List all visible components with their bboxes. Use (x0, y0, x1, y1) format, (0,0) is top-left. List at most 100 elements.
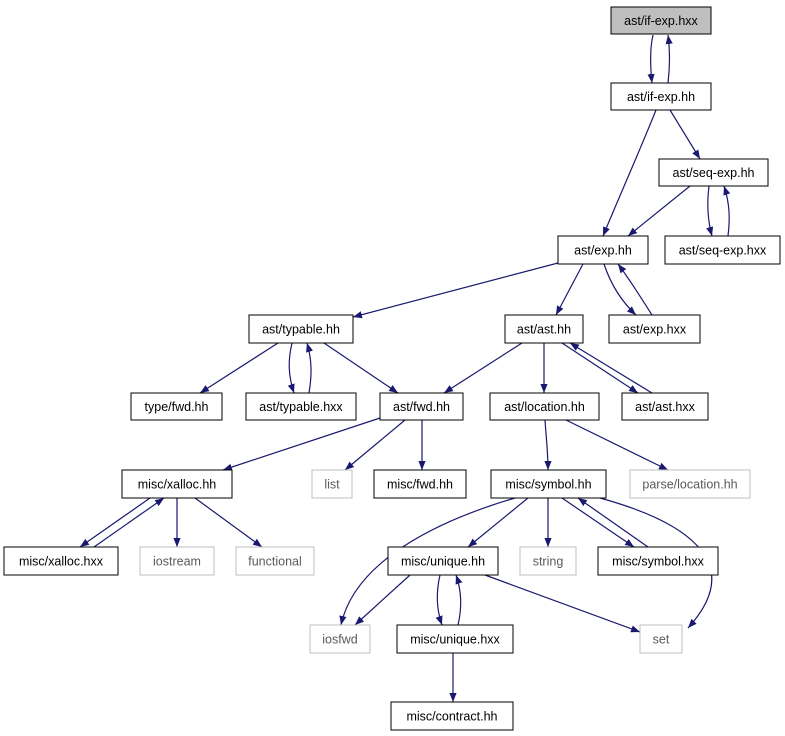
node-contract-hh[interactable]: misc/contract.hh (390, 701, 514, 731)
node-misc-fwd-hh[interactable]: misc/fwd.hh (373, 469, 467, 499)
edge-unique-hh-to-iosfwd (354, 574, 411, 626)
edge-ast-hh-to-ast-fwd-hh (443, 342, 523, 394)
node-label: misc/xalloc.hh (138, 478, 217, 492)
node-label: ast/typable.hxx (259, 400, 343, 414)
node-symbol-hxx[interactable]: misc/symbol.hxx (597, 546, 719, 576)
node-ast-fwd-hh[interactable]: ast/fwd.hh (379, 392, 464, 421)
node-label: ast/location.hh (504, 400, 585, 414)
node-label: misc/contract.hh (406, 710, 497, 724)
edge-if-exp-hxx-to-if-exp-hh (647, 34, 655, 84)
node-box (387, 546, 499, 576)
edge-location-hh-to-symbol-hh (544, 419, 552, 471)
edge-seq-exp-hh-to-exp-hh (627, 185, 691, 237)
node-label: misc/symbol.hxx (612, 555, 704, 569)
edge-xalloc-hh-to-xalloc-hxx (79, 497, 151, 548)
node-label: ast/ast.hh (517, 323, 571, 337)
node-typable-hh[interactable]: ast/typable.hh (248, 314, 354, 344)
edge-typable-hh-to-ast-fwd-hh (323, 342, 399, 394)
node-xalloc-hxx[interactable]: misc/xalloc.hxx (3, 546, 119, 576)
node-box (489, 392, 600, 421)
node-box (248, 314, 354, 344)
node-unique-hxx[interactable]: misc/unique.hxx (396, 624, 514, 654)
node-box (610, 6, 712, 35)
edge-ast-fwd-hh-to-xalloc-hh (222, 417, 381, 471)
node-label: misc/fwd.hh (387, 478, 453, 492)
edge-symbol-hh-to-unique-hh (467, 497, 529, 548)
node-box (504, 314, 584, 344)
node-exp-hxx[interactable]: ast/exp.hxx (608, 314, 701, 344)
node-label: ast/seq-exp.hh (673, 166, 755, 180)
node-box (309, 624, 371, 654)
node-box (608, 314, 701, 344)
edge-symbol-hh-to-set (599, 497, 713, 629)
node-label: ast/if-exp.hxx (624, 14, 698, 28)
edge-seq-exp-hxx-to-seq-exp-hh (723, 185, 731, 237)
edge-unique-hh-to-set (484, 574, 641, 633)
node-label: misc/symbol.hh (505, 478, 591, 492)
node-label: ast/fwd.hh (393, 400, 450, 414)
node-label: ast/ast.hxx (635, 400, 695, 414)
edge-location-hh-to-parse-location-hh (565, 419, 669, 471)
node-label: type/fwd.hh (145, 400, 209, 414)
node-iostream: iostream (139, 546, 215, 576)
edge-if-exp-hh-to-exp-hh (602, 109, 657, 237)
node-typable-hxx[interactable]: ast/typable.hxx (245, 392, 357, 421)
node-box (639, 624, 683, 654)
node-seq-exp-hh[interactable]: ast/seq-exp.hh (658, 158, 769, 187)
node-box (557, 235, 649, 265)
node-box (658, 158, 769, 187)
edge-typable-hh-to-type-fwd-hh (199, 342, 279, 394)
node-unique-hh[interactable]: misc/unique.hh (387, 546, 499, 576)
node-box (373, 469, 467, 499)
node-if-exp-hxx[interactable]: ast/if-exp.hxx (610, 6, 712, 35)
node-label: ast/exp.hxx (623, 323, 687, 337)
edge-ast-hxx-to-ast-hh (569, 342, 653, 394)
node-seq-exp-hxx[interactable]: ast/seq-exp.hxx (664, 235, 781, 265)
node-functional: functional (235, 546, 315, 576)
edge-symbol-hxx-to-symbol-hh (577, 497, 649, 548)
node-box (396, 624, 514, 654)
edge-ast-fwd-hh-to-list (344, 419, 406, 471)
node-iosfwd: iosfwd (309, 624, 371, 654)
edge-if-exp-hh-to-if-exp-hxx (665, 34, 673, 84)
node-label: misc/xalloc.hxx (19, 555, 104, 569)
node-box (379, 392, 464, 421)
edge-ast-hh-to-ast-hxx (561, 342, 639, 394)
node-label: iosfwd (322, 633, 357, 647)
edge-unique-hxx-to-unique-hh (455, 574, 463, 626)
node-box (245, 392, 357, 421)
node-box (3, 546, 119, 576)
edge-symbol-hh-to-iosfwd (339, 497, 516, 626)
node-label: string (533, 555, 564, 569)
node-box (130, 392, 223, 421)
node-symbol-hh[interactable]: misc/symbol.hh (490, 469, 607, 499)
node-type-fwd-hh[interactable]: type/fwd.hh (130, 392, 223, 421)
node-location-hh[interactable]: ast/location.hh (489, 392, 600, 421)
node-box (390, 701, 514, 731)
edge-typable-hxx-to-typable-hh (306, 342, 313, 394)
edge-typable-hh-to-typable-hxx (287, 342, 295, 394)
node-label: parse/location.hh (642, 478, 737, 492)
node-parse-location-hh: parse/location.hh (629, 469, 751, 499)
node-box (621, 392, 709, 421)
edge-exp-hh-to-ast-hh (555, 263, 584, 316)
node-box (490, 469, 607, 499)
node-label: ast/if-exp.hh (627, 90, 695, 104)
edge-unique-hh-to-unique-hxx (435, 574, 443, 626)
node-label: ast/exp.hh (574, 244, 632, 258)
edge-seq-exp-hh-to-seq-exp-hxx (706, 185, 714, 237)
edge-if-exp-hh-to-seq-exp-hh (669, 109, 701, 160)
node-set: set (639, 624, 683, 654)
node-ast-hxx[interactable]: ast/ast.hxx (621, 392, 709, 421)
node-box (519, 546, 577, 576)
node-label: set (653, 633, 670, 647)
node-box (664, 235, 781, 265)
node-if-exp-hh[interactable]: ast/if-exp.hh (610, 82, 712, 111)
node-label: list (324, 478, 340, 492)
node-xalloc-hh[interactable]: misc/xalloc.hh (121, 469, 233, 499)
node-label: functional (248, 555, 302, 569)
node-ast-hh[interactable]: ast/ast.hh (504, 314, 584, 344)
edge-symbol-hh-to-symbol-hxx (561, 497, 635, 548)
node-exp-hh[interactable]: ast/exp.hh (557, 235, 649, 265)
